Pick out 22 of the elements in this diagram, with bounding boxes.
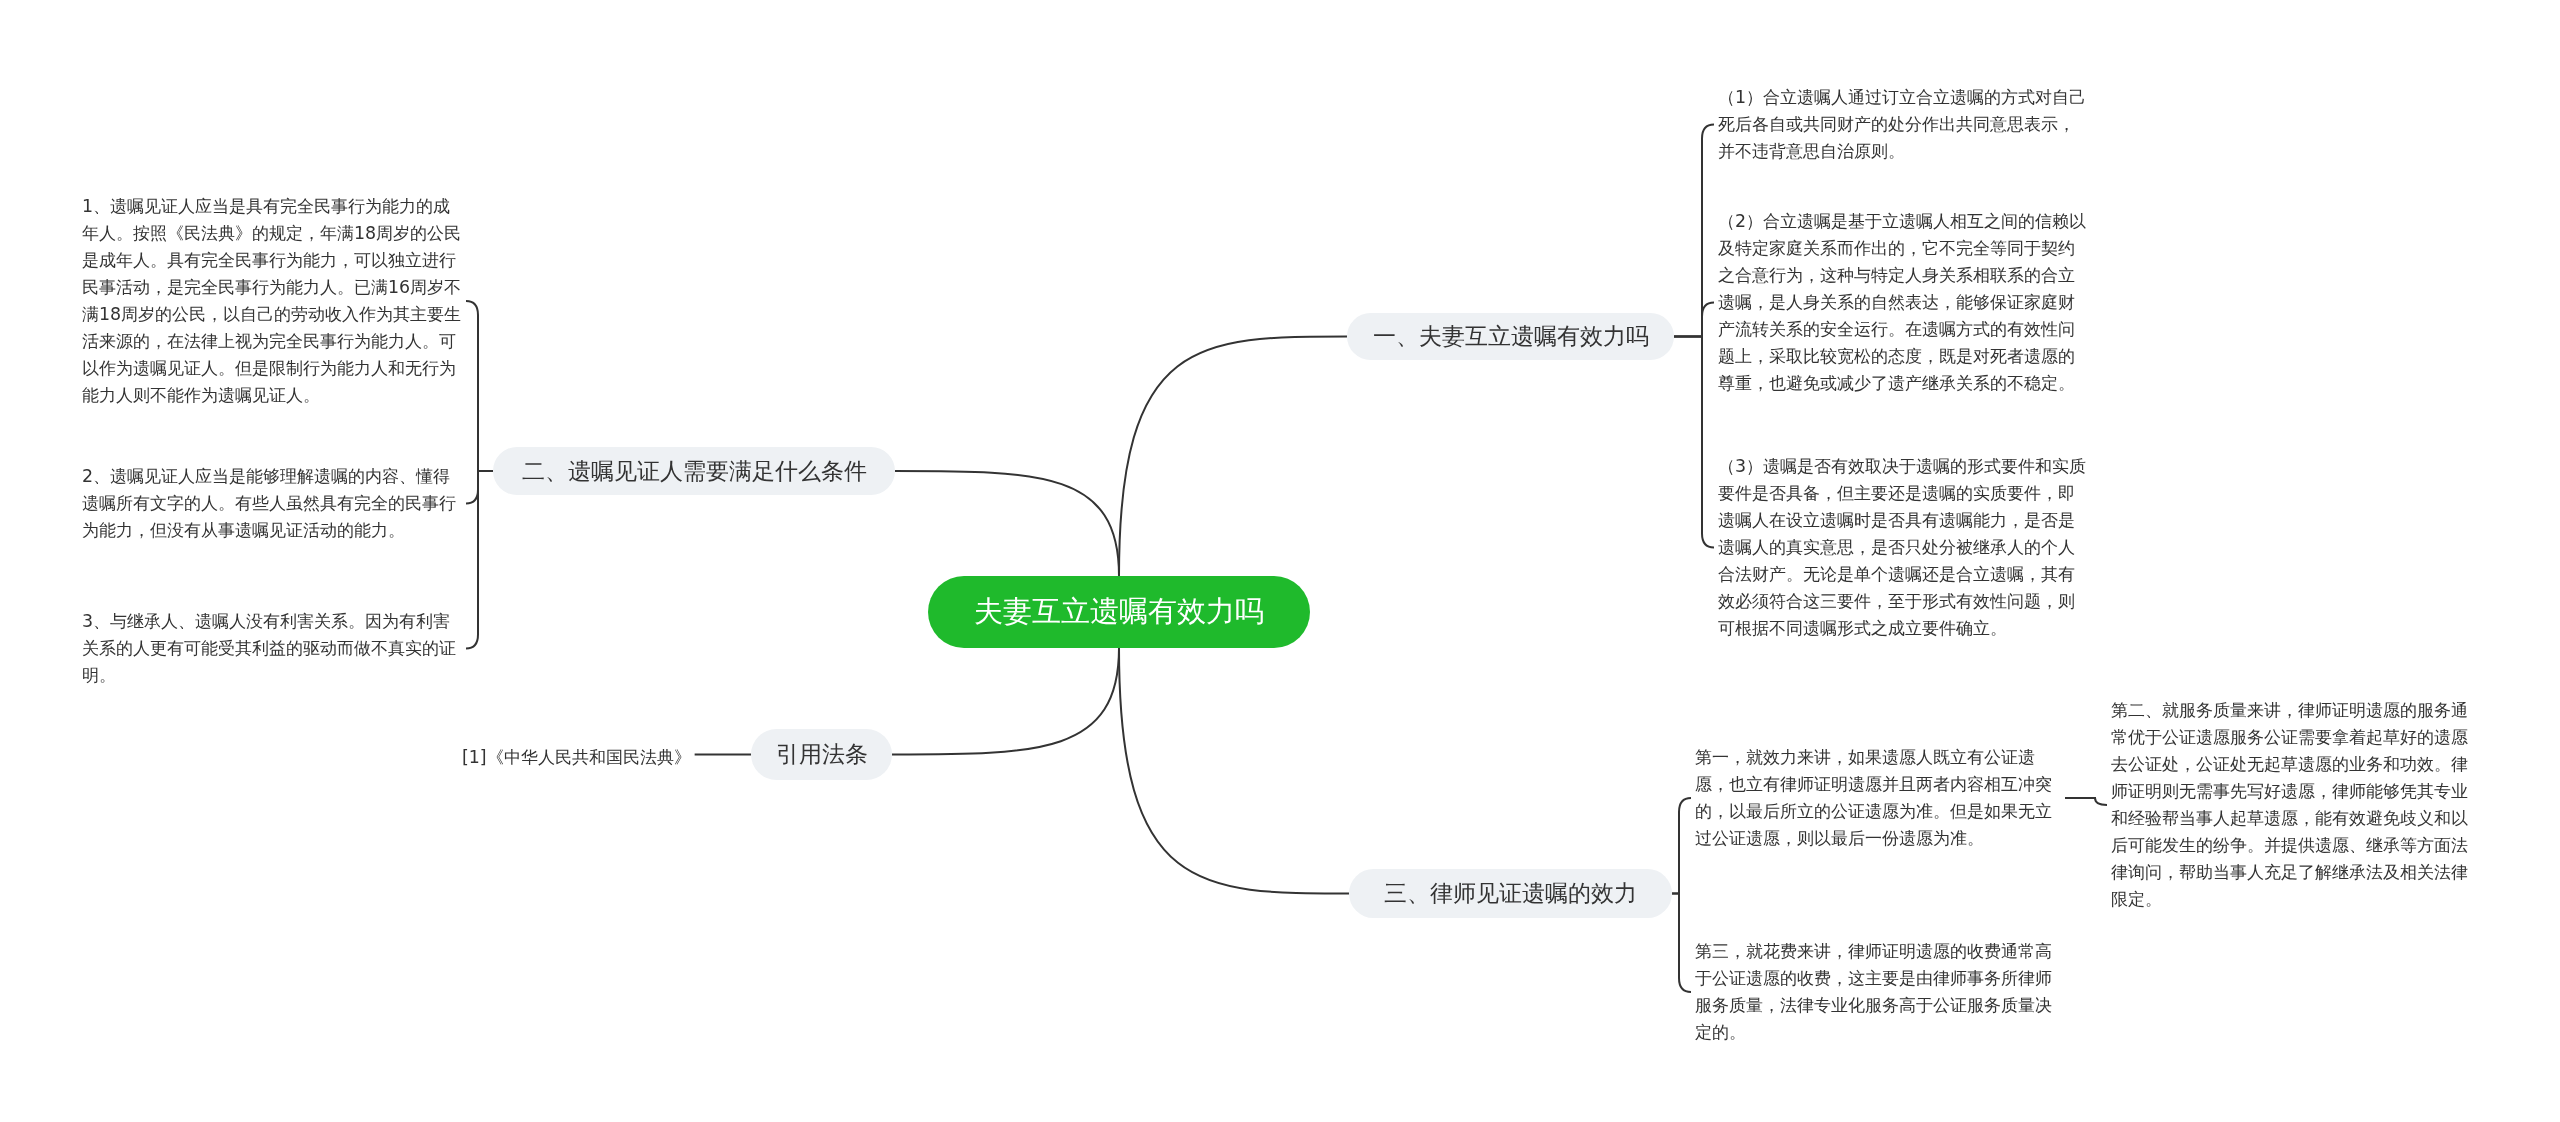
topic-pill: 引用法条: [751, 729, 892, 780]
note-text: （2）合立遗嘱是基于立遗嘱人相互之间的信赖以及特定家庭关系而作出的，它不完全等同于契约之合意行为，这种与特定人身关系相联系的合立遗嘱，是人身关系的自然表达，能够保证家庭财产流转关系的安全运行。在遗嘱方式的有效性问题上，采取比较宽松的态度，既是对死者遗愿的尊重，也避免或减少了遗产继承关系的不稳定。: [1718, 208, 2088, 397]
note-text: 第三，就花费来讲，律师证明遗愿的收费通常高于公证遗愿的收费，这主要是由律师事务所律师服务质量，法律专业化服务高于公证服务质量决定的。: [1695, 938, 2065, 1046]
note-text: 2、遗嘱见证人应当是能够理解遗嘱的内容、懂得遗嘱所有文字的人。有些人虽然具有完全的民事行为能力，但没有从事遗嘱见证活动的能力。: [82, 463, 462, 544]
connector-line: [2064, 796, 2108, 806]
note-text: 1、遗嘱见证人应当是具有完全民事行为能力的成年人。按照《民法典》的规定，年满18周岁的公民是成年人。具有完全民事行为能力，可以独立进行民事活动，是完全民事行为能力人。已满16周岁不满18周岁的公民，以自己的劳动收入作为其主要生活来源的，在法律上视为完全民事行为能力人。可以作为遗嘱见证人。但是限制行为能力人和无行为能力人则不能作为遗嘱见证人。: [82, 193, 462, 409]
connector-line: [1118, 647, 1350, 895]
connector-line: [1673, 335, 1715, 549]
note-text: （3）遗嘱是否有效取决于遗嘱的形式要件和实质要件是否具备，但主要还是遗嘱的实质要件，即遗嘱人在设立遗嘱时是否具有遗嘱能力，是否是遗嘱人的真实意思，是否只处分被继承人的个人合法财产。无论是单个遗嘱还是合立遗嘱，其有效必须符合这三要件，至于形式有效性问题，则可根据不同遗嘱形式之成立要件确立。: [1718, 453, 2088, 642]
note-text: [1]《中华人民共和国民法典》: [462, 744, 691, 771]
connector-line: [1671, 892, 1692, 993]
note-text: 3、与继承人、遗嘱人没有利害关系。因为有利害关系的人更有可能受其利益的驱动而做不真实的证明。: [82, 608, 462, 689]
connector-line: [693, 753, 752, 756]
connector-line: [894, 470, 1120, 577]
note-text: 第一，就效力来讲，如果遗愿人既立有公证遗愿，也立有律师证明遗愿并且两者内容相互冲突的，以最后所立的公证遗愿为准。但是如果无立过公证遗愿，则以最后一份遗愿为准。: [1695, 744, 2065, 852]
connector-line: [465, 470, 494, 650]
note-text: （1）合立遗嘱人通过订立合立遗嘱的方式对自己死后各自或共同财产的处分作出共同意思表示，并不违背意思自治原则。: [1718, 84, 2088, 165]
topic-pill: 三、律师见证遗嘱的效力: [1349, 869, 1672, 918]
topic-pill: 二、遗嘱见证人需要满足什么条件: [493, 447, 895, 495]
topic-pill: 一、夫妻互立遗嘱有效力吗: [1347, 313, 1674, 360]
note-text: 第二、就服务质量来讲，律师证明遗愿的服务通常优于公证遗愿服务公证需要拿着起草好的遗愿去公证处，公证处无起草遗愿的业务和功效。律师证明则无需事先写好遗愿，律师能够凭其专业和经验帮当事人起草遗愿，能有效避免歧义和以后可能发生的纷争。并提供遗愿、继承等方面法律询问，帮助当事人充足了解继承法及相关法律限定。: [2111, 697, 2483, 913]
central-topic: 夫妻互立遗嘱有效力吗: [928, 576, 1310, 648]
